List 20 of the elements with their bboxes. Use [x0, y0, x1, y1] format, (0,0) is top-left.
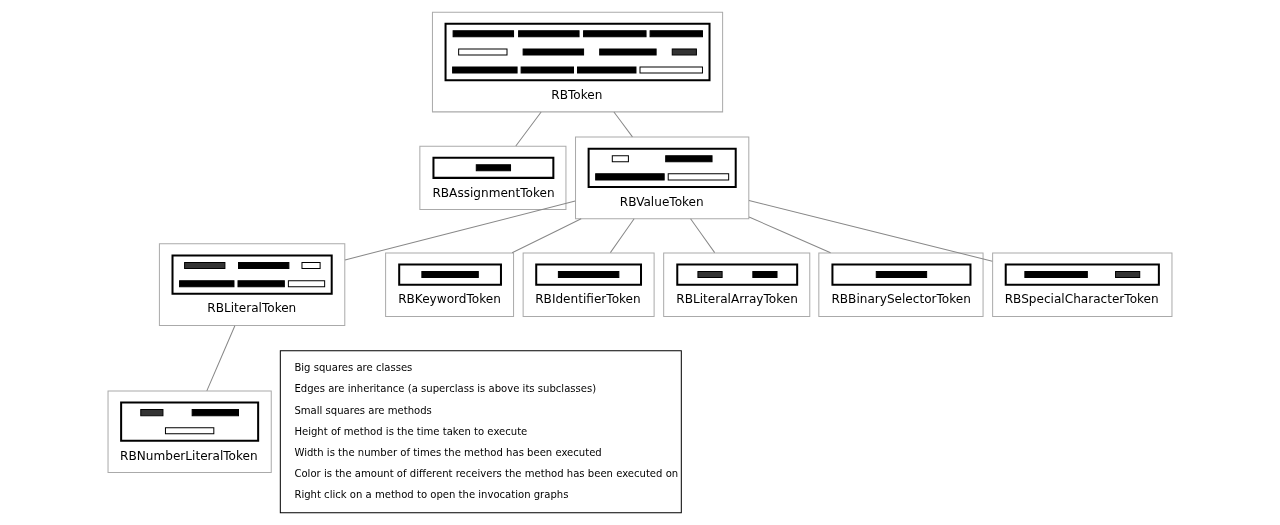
node-box: Big squares are classes Edges are inheritance (a superclass is above its subclasses) Small squares are methods Height of method is the time taken to execute Width is the number of times the method has been executed Color is the amount of different receivers the method has been executed on Right click on a method to open the invocation graphs: [279, 350, 682, 514]
node-box: RBLiteralToken: [158, 243, 346, 326]
connector: [511, 218, 582, 254]
node-box: RBSpecialCharacterToken: [992, 252, 1173, 317]
node-box: RBValueToken: [575, 136, 750, 220]
node-box: RBBinarySelectorToken: [818, 252, 984, 317]
connector: [206, 325, 236, 392]
connector: [613, 111, 633, 138]
node-box: RBIdentifierToken: [522, 252, 655, 317]
node-box: RBAssignmentToken: [419, 145, 567, 211]
connector: [748, 200, 993, 262]
connector: [609, 218, 635, 254]
connector: [748, 216, 832, 254]
connector: [515, 111, 542, 147]
node-box: RBKeywordToken: [385, 252, 515, 317]
node-box: RBNumberLiteralToken: [107, 390, 272, 474]
node-box: RBToken: [431, 11, 724, 113]
connector: [344, 200, 576, 261]
connector: [690, 218, 716, 254]
node-box: RBLiteralArrayToken: [663, 252, 811, 317]
